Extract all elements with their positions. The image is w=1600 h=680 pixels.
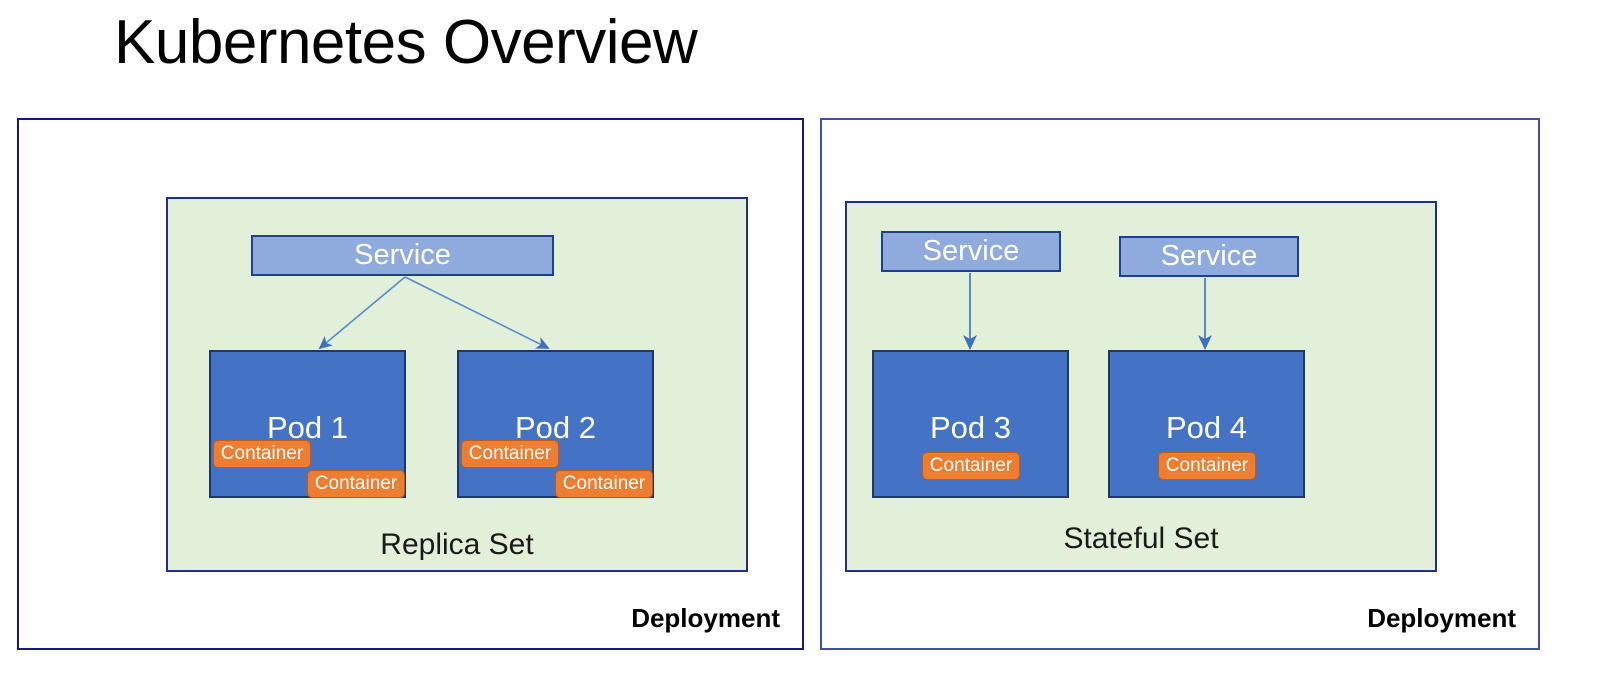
service-label: Service bbox=[354, 239, 451, 271]
container-badge[interactable]: Container bbox=[555, 470, 653, 498]
stateful-set-label: Stateful Set bbox=[1063, 522, 1219, 555]
deployment-label: Deployment bbox=[1367, 603, 1516, 633]
container-label: Container bbox=[1165, 455, 1249, 476]
deployment-label: Deployment bbox=[631, 603, 780, 633]
container-badge[interactable]: Container bbox=[922, 452, 1020, 480]
page-title: Kubernetes Overview bbox=[114, 8, 698, 77]
container-label: Container bbox=[220, 443, 304, 464]
pod-box-pod-4[interactable]: Pod 4 bbox=[1108, 350, 1305, 498]
service-box-replicaset[interactable]: Service bbox=[251, 235, 554, 276]
pod-label: Pod 3 bbox=[929, 410, 1011, 445]
service-box-pod-3[interactable]: Service bbox=[881, 231, 1061, 272]
container-badge[interactable]: Container bbox=[1158, 452, 1256, 480]
replica-set-label: Replica Set bbox=[380, 528, 534, 561]
pod-label: Pod 2 bbox=[514, 410, 596, 445]
container-badge[interactable]: Container bbox=[461, 440, 559, 468]
service-box-pod-4[interactable]: Service bbox=[1119, 236, 1299, 277]
pod-label: Pod 1 bbox=[266, 410, 348, 445]
service-label: Service bbox=[922, 235, 1020, 267]
container-badge[interactable]: Container bbox=[307, 470, 405, 498]
container-label: Container bbox=[314, 473, 398, 494]
container-label: Container bbox=[929, 455, 1013, 476]
container-label: Container bbox=[562, 473, 646, 494]
container-label: Container bbox=[468, 443, 552, 464]
container-badge[interactable]: Container bbox=[213, 440, 311, 468]
pod-label: Pod 4 bbox=[1165, 410, 1247, 445]
service-label: Service bbox=[1160, 240, 1258, 272]
